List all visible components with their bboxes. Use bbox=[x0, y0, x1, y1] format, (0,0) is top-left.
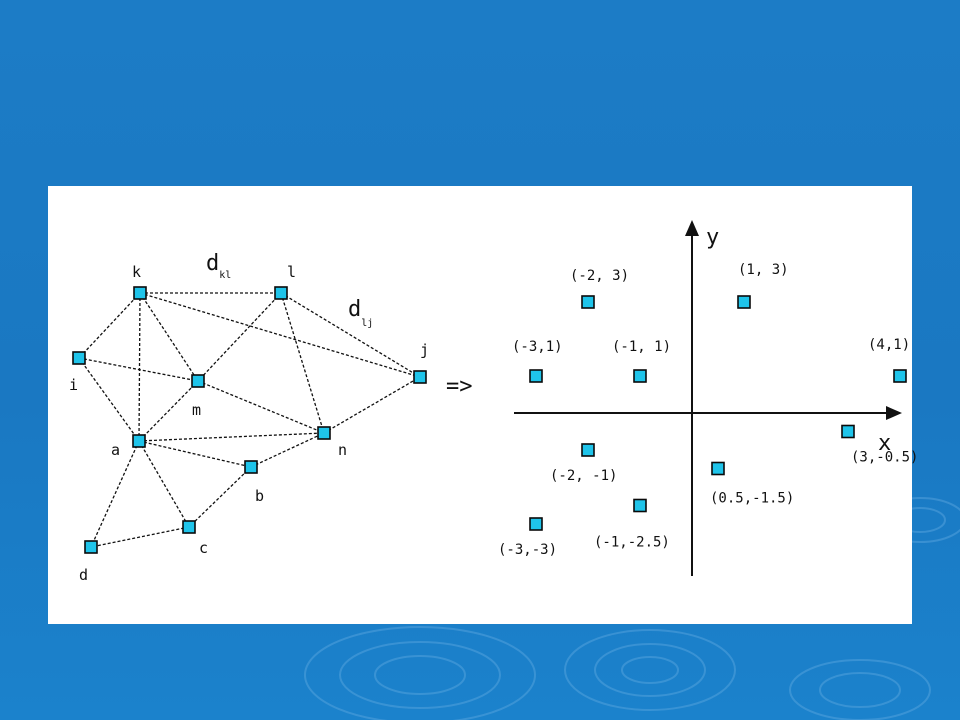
graph-node-i bbox=[72, 351, 86, 365]
graph-node-label-b: b bbox=[255, 487, 264, 505]
graph-node-j bbox=[413, 370, 427, 384]
graph-edge-a-d bbox=[90, 440, 140, 548]
graph-node-label-n: n bbox=[338, 441, 347, 459]
graph-node-b bbox=[244, 460, 258, 474]
graph-edge-k-m bbox=[139, 292, 199, 382]
graph-node-label-a: a bbox=[111, 441, 120, 459]
graph-edge-m-n bbox=[197, 380, 325, 434]
plot-point bbox=[581, 295, 595, 309]
graph-nodes: k l i m a n b c d j bbox=[69, 263, 429, 584]
graph-edge-l-n bbox=[280, 292, 325, 434]
plot-point-label: (1, 3) bbox=[738, 262, 789, 278]
graph-edge-i-m bbox=[78, 357, 199, 382]
graph-node-label-k: k bbox=[132, 263, 141, 281]
graph-edge-l-j bbox=[280, 292, 421, 378]
plot-point bbox=[893, 369, 907, 383]
graph-node-label-d: d bbox=[79, 566, 88, 584]
graph-node-label-i: i bbox=[69, 376, 78, 394]
plot-point bbox=[633, 498, 647, 513]
distance-label-lj: dlj bbox=[348, 297, 373, 329]
coordinate-axes: x y bbox=[514, 220, 902, 576]
transform-arrow: => bbox=[446, 374, 473, 399]
plot-point-label: (0.5,-1.5) bbox=[710, 491, 794, 507]
graph-edge-b-c bbox=[188, 466, 252, 528]
graph-node-label-j: j bbox=[420, 341, 429, 359]
graph-node-l bbox=[274, 286, 288, 300]
plot-points: (-2, 3) (1, 3) (-3,1) (-1, 1) (4,1) (-2, -1) (… bbox=[498, 262, 918, 558]
graph-edge-a-n bbox=[138, 432, 325, 442]
plot-point-label: (-3,-3) bbox=[498, 542, 557, 558]
plot-point bbox=[529, 369, 543, 383]
graph-edge-i-a bbox=[78, 357, 140, 442]
graph-edge-m-a bbox=[138, 380, 199, 442]
graph-edge-n-j bbox=[323, 376, 421, 434]
plot-point-label: (-2, 3) bbox=[570, 268, 629, 284]
graph-node-label-c: c bbox=[199, 539, 208, 557]
graph-node-label-l: l bbox=[287, 263, 296, 281]
graph-node-a bbox=[132, 434, 146, 448]
graph-edge-b-n bbox=[250, 432, 325, 468]
graph-edge-a-c bbox=[138, 440, 190, 528]
y-axis-label: y bbox=[706, 225, 719, 250]
plot-point-label: (4,1) bbox=[868, 337, 910, 353]
graph-edges bbox=[78, 292, 421, 548]
plot-point-label: (-1,-2.5) bbox=[594, 535, 670, 551]
y-axis-arrow-icon bbox=[685, 220, 699, 236]
graph-node-m bbox=[191, 374, 205, 388]
plot-point bbox=[711, 461, 725, 476]
graph-edge-k-a bbox=[138, 292, 141, 442]
plot-point bbox=[633, 369, 647, 383]
plot-point-label: (-1, 1) bbox=[612, 339, 671, 355]
graph-node-label-m: m bbox=[192, 401, 201, 419]
graph-edge-k-j bbox=[139, 292, 421, 378]
graph-node-n bbox=[317, 426, 331, 440]
graph-edge-k-i bbox=[78, 292, 141, 359]
distance-label-kl: dkl bbox=[206, 251, 231, 281]
graph-edge-c-d bbox=[90, 526, 190, 548]
x-axis-label: x bbox=[878, 431, 891, 456]
plot-point-label: (3,-0.5) bbox=[851, 450, 918, 466]
plot-point bbox=[737, 295, 751, 309]
plot-point-label: (-3,1) bbox=[512, 339, 563, 355]
graph-edge-l-m bbox=[197, 292, 282, 382]
x-axis-arrow-icon bbox=[886, 406, 902, 420]
plot-point bbox=[529, 517, 543, 531]
graph-node-d bbox=[84, 540, 98, 554]
graph-node-c bbox=[182, 520, 196, 534]
plot-point bbox=[581, 443, 595, 457]
graph-edge-a-b bbox=[138, 440, 252, 468]
plot-point bbox=[841, 424, 855, 439]
graph-node-k bbox=[133, 286, 147, 300]
plot-point-label: (-2, -1) bbox=[550, 468, 617, 484]
